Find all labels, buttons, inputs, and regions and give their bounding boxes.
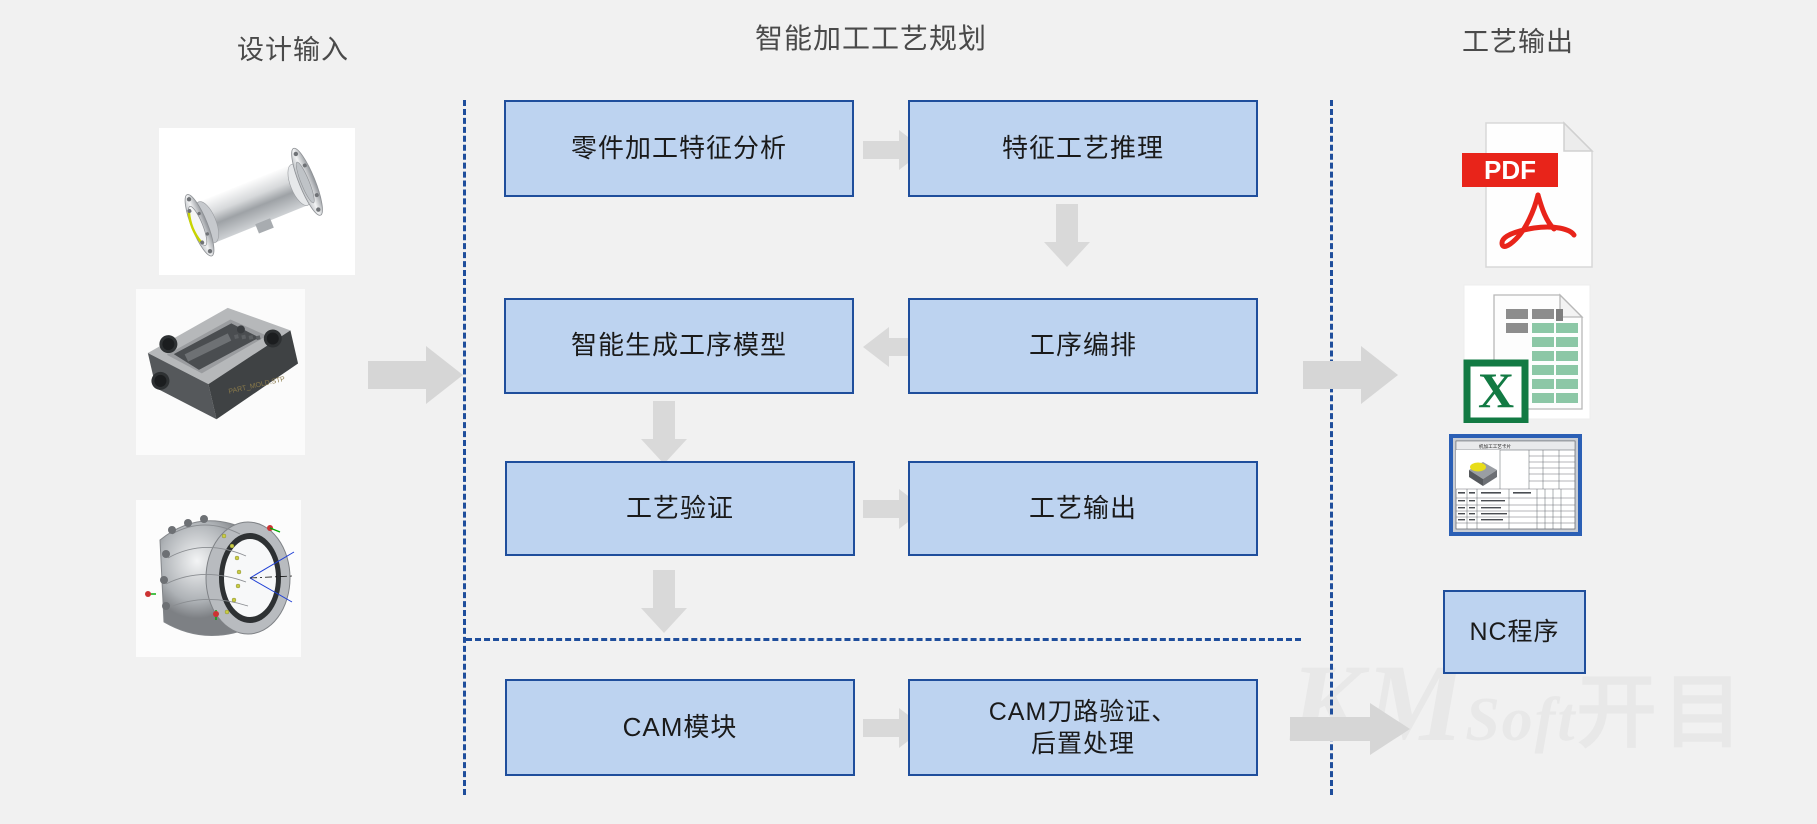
flow-box-label: 零件加工特征分析 [570, 132, 787, 163]
flow-box-process-model-generation[interactable]: 智能生成工序模型 [504, 298, 854, 394]
output-title: 工艺输出 [1462, 27, 1574, 57]
svg-text:机加工工艺卡片: 机加工工艺卡片 [1479, 443, 1512, 450]
pdf-file-icon: PDF [1442, 117, 1608, 273]
excel-file-icon: X [1452, 281, 1602, 425]
planning-zone-left-divider [463, 100, 466, 795]
watermark-suffix: Soft [1465, 686, 1577, 754]
row3-to-cam-down-arrow [641, 570, 687, 633]
input-to-planning-arrow [368, 346, 463, 404]
flow-box-label-line1: CAM刀路验证、 [988, 697, 1178, 726]
nc-program-label: NC程序 [1469, 618, 1560, 646]
process-sheet-thumbnail: 机加工工艺卡片 [1449, 434, 1582, 536]
flow-box-feature-analysis[interactable]: 零件加工特征分析 [504, 100, 854, 197]
flow-box-feature-process-reasoning[interactable]: 特征工艺推理 [908, 100, 1258, 197]
flow-box-operation-sequencing[interactable]: 工序编排 [908, 298, 1258, 394]
flow-box-process-output[interactable]: 工艺输出 [908, 461, 1258, 556]
flow-box-label: 工艺输出 [1028, 492, 1137, 523]
row2-to-row3-down-arrow [641, 401, 687, 464]
flow-box-label-line2: 后置处理 [1030, 729, 1135, 758]
flow-box-label: 智能生成工序模型 [570, 330, 787, 361]
planning-title: 智能加工工艺规划 [755, 23, 988, 54]
design-input-thumbnail-1 [159, 128, 355, 275]
svg-text:PDF: PDF [1484, 155, 1536, 185]
row1-to-row2-down-arrow [1044, 204, 1090, 267]
row2-left-arrow [863, 327, 925, 367]
flow-box-label: 特征工艺推理 [1001, 132, 1164, 163]
flow-box-label: 工序编排 [1028, 330, 1137, 361]
cam-section-divider [466, 638, 1301, 641]
nc-program-box[interactable]: NC程序 [1443, 590, 1586, 674]
planning-to-output-arrow [1303, 346, 1398, 404]
design-input-thumbnail-2: PART_MOLD.STP [136, 289, 305, 455]
watermark-cn: 开目 [1576, 670, 1749, 758]
planning-zone-right-divider [1330, 100, 1333, 795]
kmsoft-watermark: KMSoft开目 [1290, 640, 1749, 767]
flow-box-label: CAM模块 [622, 711, 738, 742]
flow-box-label: 工艺验证 [625, 492, 734, 523]
design-input-title: 设计输入 [237, 35, 349, 65]
svg-text:X: X [1478, 362, 1514, 418]
flow-box-cam-module[interactable]: CAM模块 [505, 679, 855, 776]
flow-box-process-verification[interactable]: 工艺验证 [505, 461, 855, 556]
flow-box-cam-toolpath-verification[interactable]: CAM刀路验证、 后置处理 [908, 679, 1258, 776]
design-input-thumbnail-3 [136, 500, 301, 657]
cam-to-nc-arrow [1290, 703, 1410, 755]
